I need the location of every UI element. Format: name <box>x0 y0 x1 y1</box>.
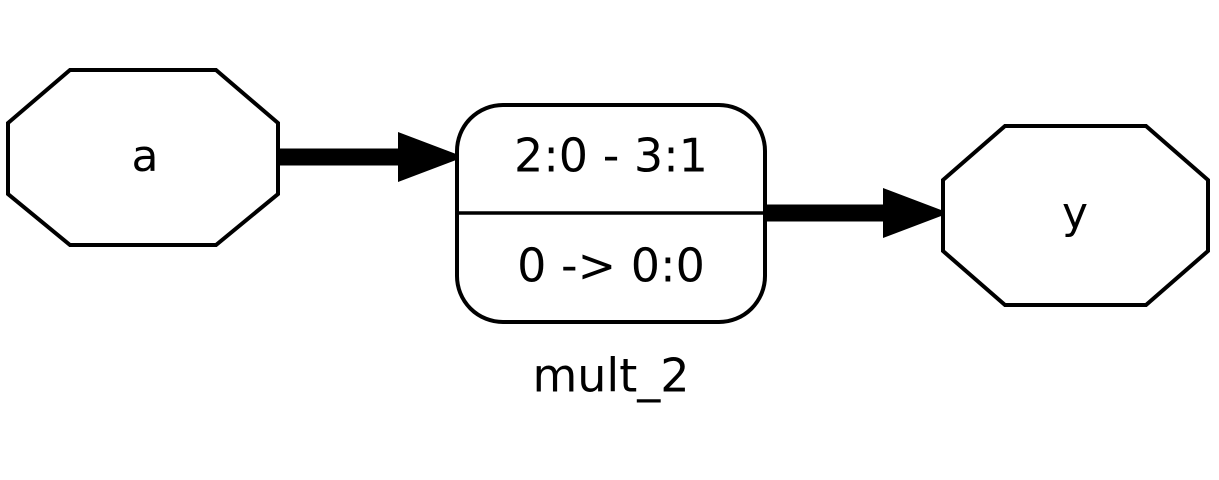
node-mult_2-row-1-text: 0 -> 0:0 <box>517 239 705 293</box>
node-mult_2-name-label: mult_2 <box>532 349 689 403</box>
edge-mult_2-to-y-arrowhead <box>883 188 949 238</box>
edge-a-to-mult_2-arrowhead <box>398 132 464 182</box>
node-a-octagon <box>6 68 280 247</box>
edge-a-to-mult_2[interactable] <box>278 132 464 182</box>
node-mult_2-row-0-text: 2:0 - 3:1 <box>514 129 708 183</box>
node-y-label: y <box>1062 188 1088 239</box>
node-mult_2[interactable]: 2:0 - 3:1 0 -> 0:0 mult_2 <box>455 103 767 403</box>
node-a-label: a <box>132 131 159 182</box>
node-y-octagon <box>941 124 1210 307</box>
node-a[interactable]: a <box>6 68 280 247</box>
node-y[interactable]: y <box>941 124 1210 307</box>
edge-mult_2-to-y[interactable] <box>763 188 949 238</box>
